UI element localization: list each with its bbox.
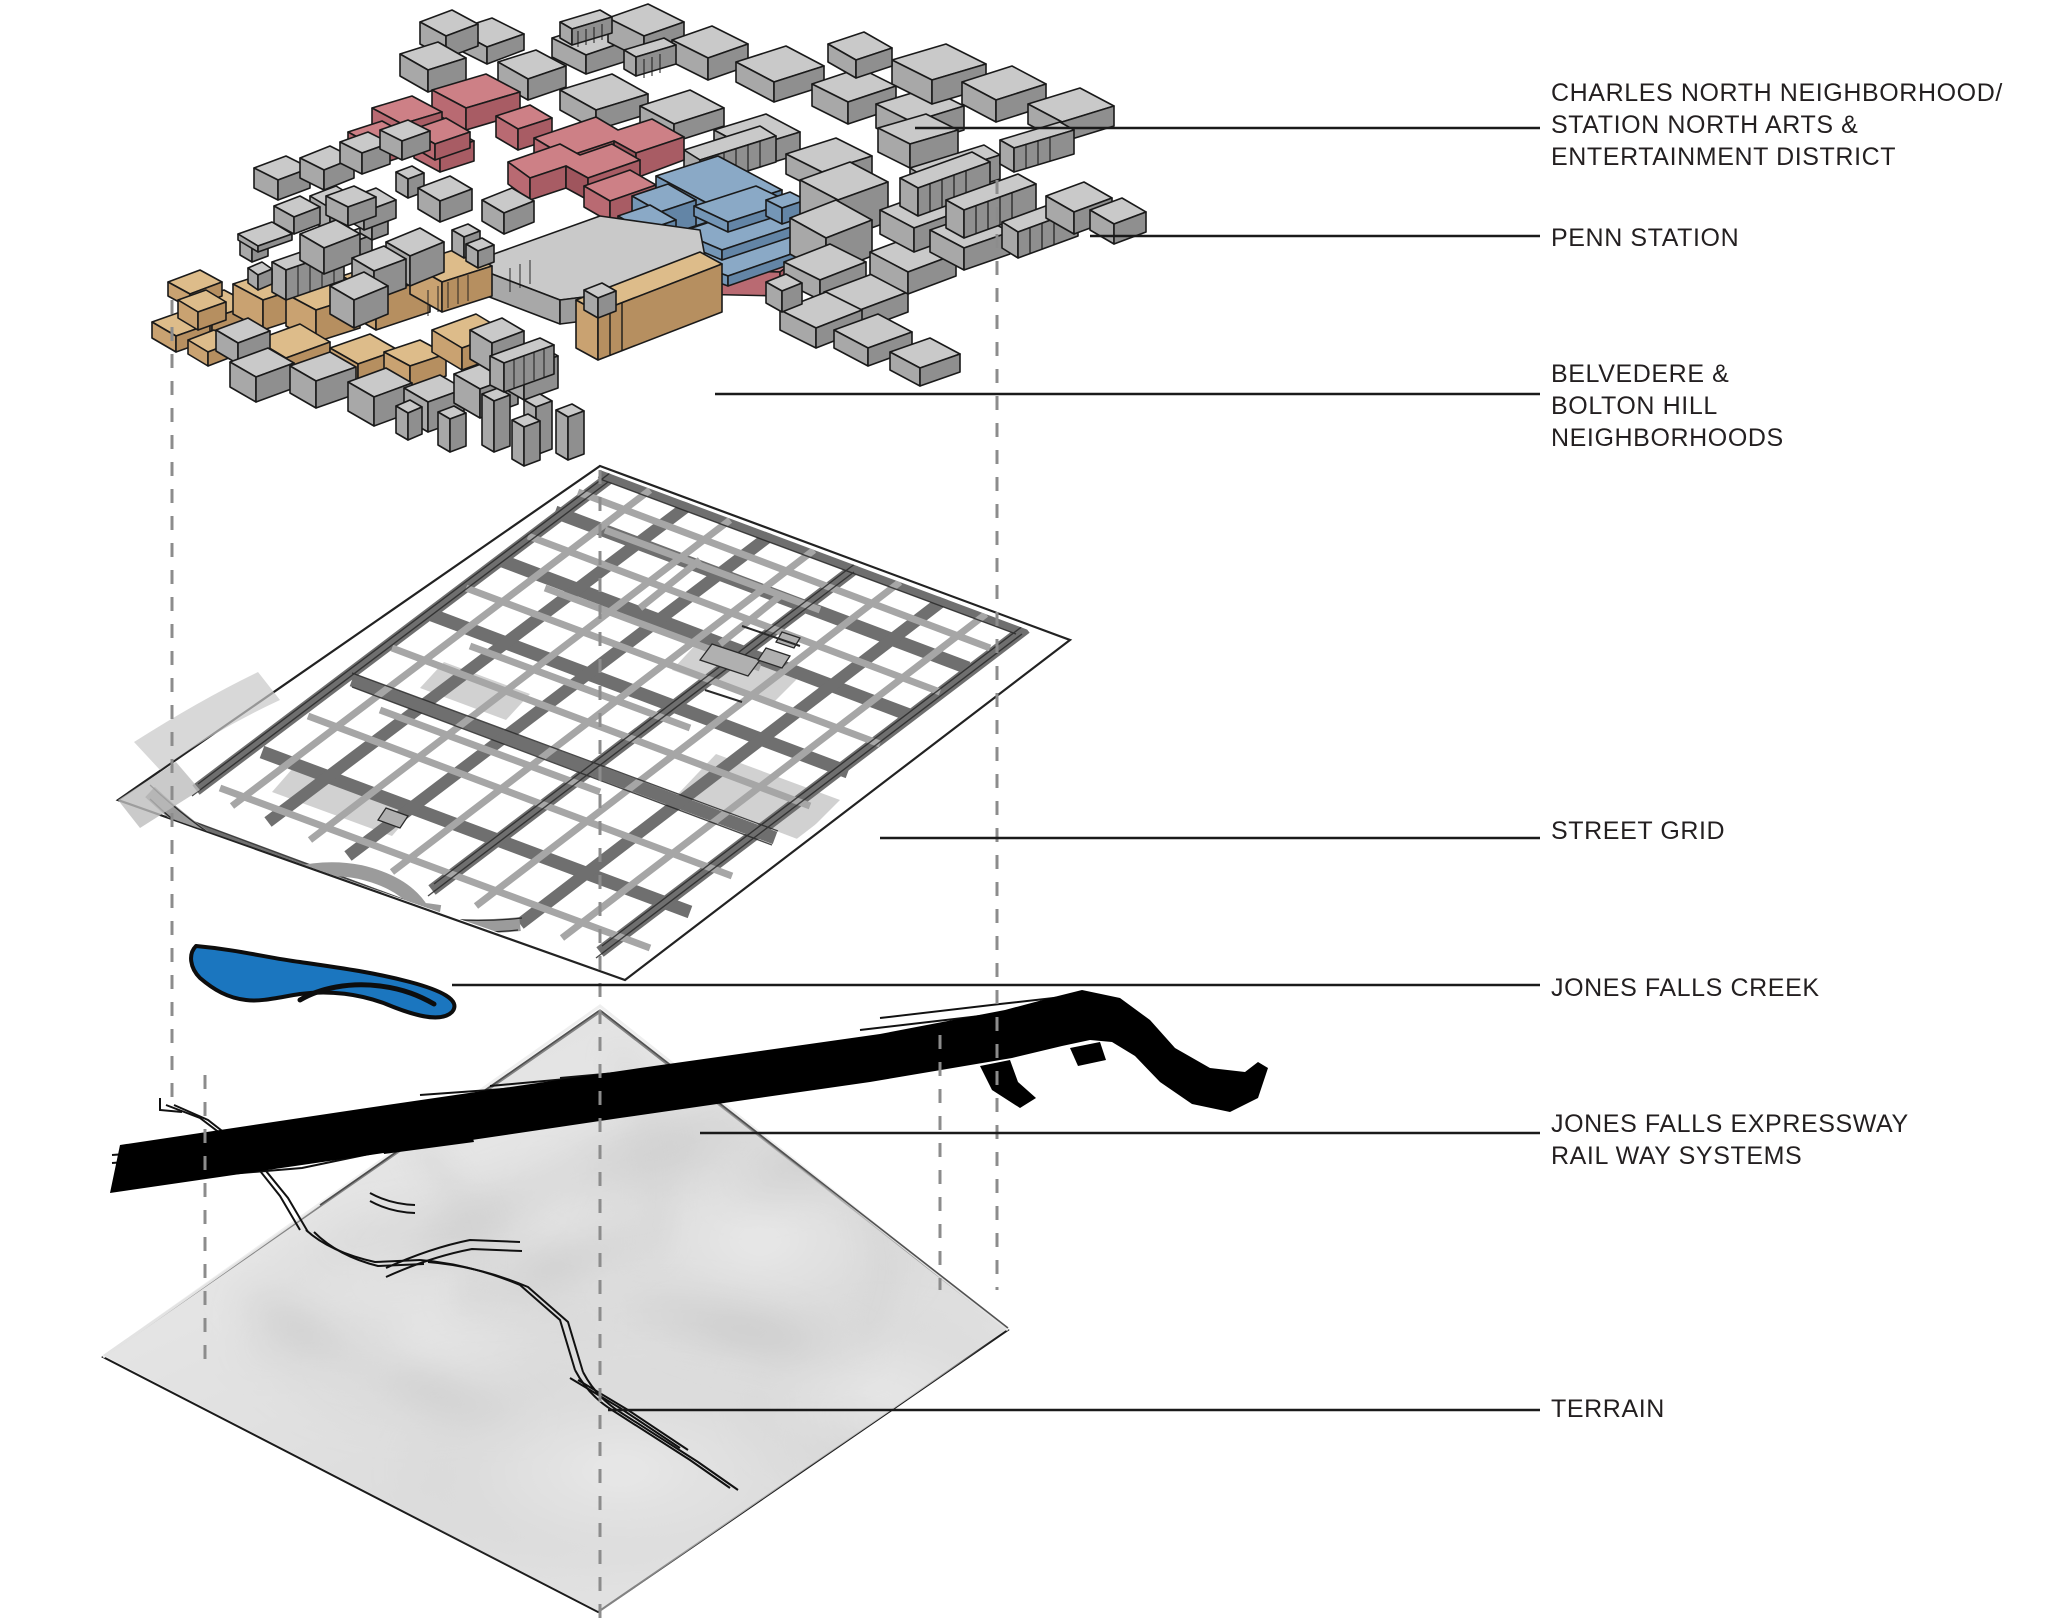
tower-sliver	[395, 399, 423, 441]
expressway-spur	[980, 1060, 1036, 1108]
label-terrain: TERRAIN	[1551, 1395, 1665, 1423]
rowhouse-strip	[623, 37, 677, 78]
rowhouse-strip	[489, 337, 555, 393]
infrastructure-plane-outline	[599, 1009, 1009, 1329]
expressway-ramp	[380, 1128, 474, 1154]
label-street-grid: STREET GRID	[1551, 817, 1726, 845]
label-jones-falls-expressway: JONES FALLS EXPRESSWAY RAIL WAY SYSTEMS	[1551, 1110, 1909, 1170]
lower-left-gray-cluster	[253, 119, 431, 235]
tower-sliver	[481, 387, 511, 453]
tower-sliver	[437, 405, 467, 453]
street-cross	[192, 471, 1030, 957]
jones-falls-creek	[189, 944, 457, 1020]
label-charles-north: CHARLES NORTH NEIGHBORHOOD/ STATION NORT…	[1551, 79, 2003, 171]
building-massing	[151, 3, 1147, 467]
street-site-objects	[377, 631, 801, 829]
label-penn-station: PENN STATION	[1551, 224, 1740, 252]
rowhouse-strip	[559, 9, 613, 47]
tower-sliver	[511, 413, 541, 467]
rowhouse-strip	[899, 151, 991, 217]
label-jones-falls-creek: JONES FALLS CREEK	[1551, 974, 1820, 1002]
rowhouse-strip	[945, 173, 1037, 239]
bolton-hill-gray-grain	[215, 241, 585, 467]
street-grid-shadow	[118, 762, 200, 828]
expressway-spur	[1070, 1042, 1106, 1066]
label-belvedere-bolton-hill: BELVEDERE & BOLTON HILL NEIGHBORHOODS	[1551, 360, 1784, 452]
creek-tributary	[297, 982, 437, 1007]
street-site-lines	[704, 625, 801, 703]
rowhouse-tick-detail	[427, 260, 531, 316]
tower-sliver	[555, 403, 585, 461]
